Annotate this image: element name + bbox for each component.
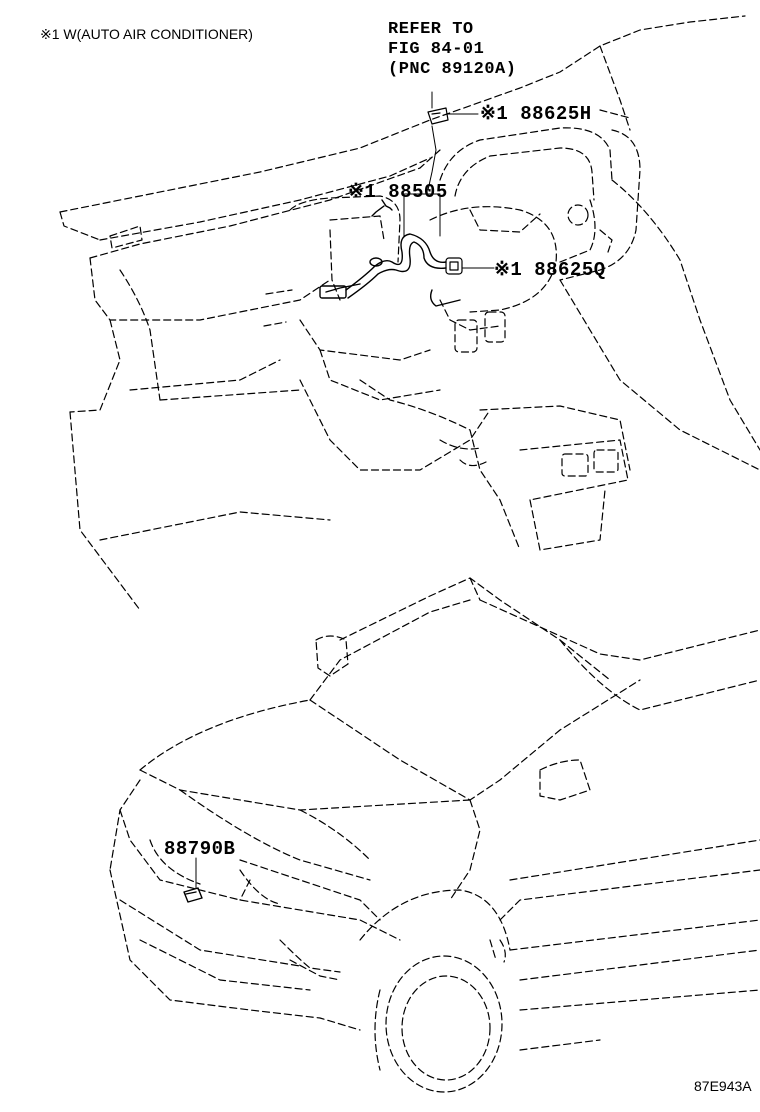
- refer-line-2: FIG 84-01: [388, 40, 485, 59]
- leader-lines-dash: [404, 92, 494, 268]
- part-label-88505[interactable]: ※1 88505: [348, 181, 448, 203]
- truck-outline: [110, 578, 760, 1092]
- wire-harness-88505: [320, 200, 460, 306]
- illustration-code: 87E943A: [694, 1078, 752, 1094]
- connector-88625Q: [446, 258, 462, 274]
- dashboard-outline: [60, 16, 760, 610]
- ambient-sensor-88790B: [184, 888, 202, 902]
- part-label-88625H[interactable]: ※1 88625H: [480, 103, 592, 125]
- clamp-88625H: [428, 108, 448, 124]
- refer-line-3: (PNC 89120A): [388, 60, 517, 79]
- part-label-88790B[interactable]: 88790B: [164, 838, 236, 860]
- part-label-88625Q[interactable]: ※1 88625Q: [494, 259, 606, 281]
- air-conditioner-note: ※1 W(AUTO AIR CONDITIONER): [40, 26, 253, 42]
- refer-line-1: REFER TO: [388, 20, 474, 39]
- refer-to-reference: REFER TO FIG 84-01 (PNC 89120A): [388, 20, 516, 80]
